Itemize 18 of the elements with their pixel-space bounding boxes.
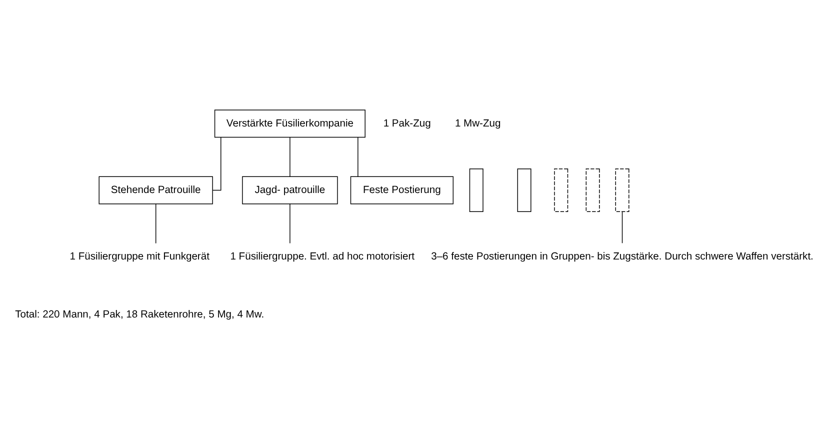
connector [622, 211, 623, 243]
connector [212, 136, 222, 190]
node-label: 1 Pak-Zug [383, 118, 431, 129]
node-text: 1 Füsiliergruppe mit Funkgerät [70, 250, 210, 262]
node-box [615, 168, 630, 212]
node-text: 3–6 feste Postierungen in Gruppen- bis Zugstärke. Durch schwere Waffen verstärkt. [431, 250, 814, 262]
node-box [517, 168, 532, 212]
label: Total: 220 Mann, 4 Pak, 18 Raketenrohre, 5 Mg, 4 Mw. [15, 309, 264, 320]
node-box [586, 168, 600, 212]
connector [155, 203, 156, 244]
node-text: 1 Füsiliergruppe. Evtl. ad hoc motorisiert [230, 250, 415, 262]
node-label: 1 Mw-Zug [454, 118, 501, 129]
node-box: Jagd- patrouille [242, 176, 338, 204]
node-box: Verstärkte Füsilierkompanie [214, 109, 366, 138]
node-box [554, 168, 568, 212]
node-box [469, 168, 484, 212]
node-box: Feste Postierung [350, 176, 454, 204]
node-box: Stehende Patrouille [98, 176, 213, 204]
